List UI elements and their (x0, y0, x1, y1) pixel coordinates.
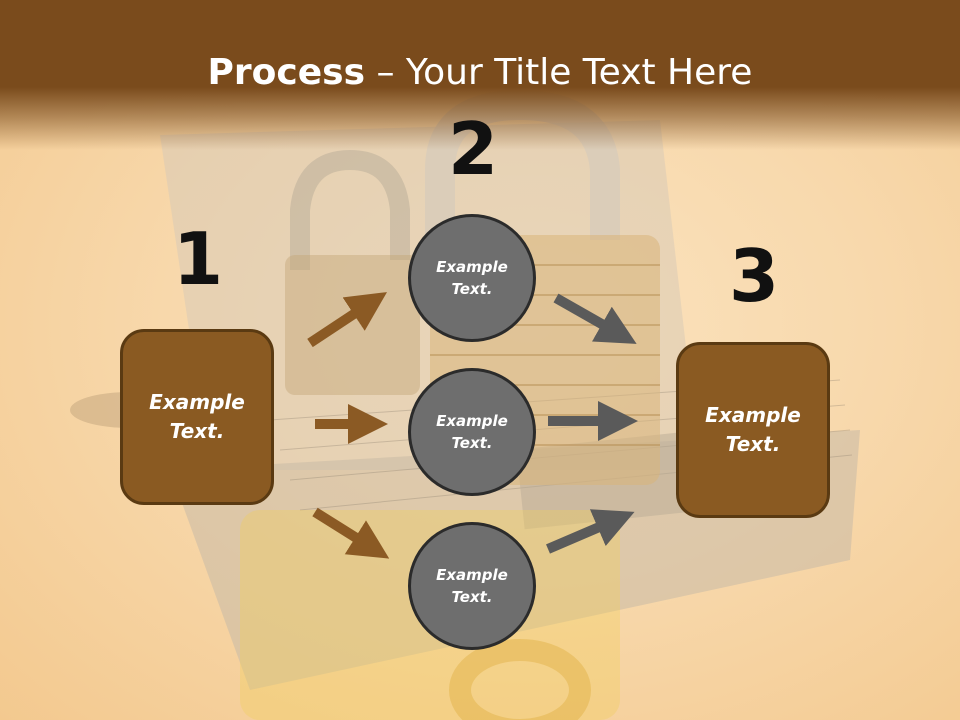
circle-middle-text: Example Text. (436, 411, 508, 453)
right-process-box: Example Text. (676, 342, 830, 518)
step-number-2: 2 (447, 107, 499, 191)
circle-step-top: Example Text. (408, 214, 536, 342)
step-number-1: 1 (172, 217, 224, 301)
left-process-box: Example Text. (120, 329, 274, 505)
circle-top-text: Example Text. (436, 257, 508, 299)
step-number-3: 3 (728, 234, 780, 318)
title-rest: – Your Title Text Here (365, 52, 753, 93)
title-bold: Process (207, 52, 366, 93)
slide-title: Process – Your Title Text Here (0, 52, 960, 93)
right-box-text: Example Text. (705, 403, 801, 456)
circle-step-bottom: Example Text. (408, 522, 536, 650)
circle-step-middle: Example Text. (408, 368, 536, 496)
header-band (0, 0, 960, 150)
circle-bottom-text: Example Text. (436, 565, 508, 607)
left-box-text: Example Text. (149, 390, 245, 443)
